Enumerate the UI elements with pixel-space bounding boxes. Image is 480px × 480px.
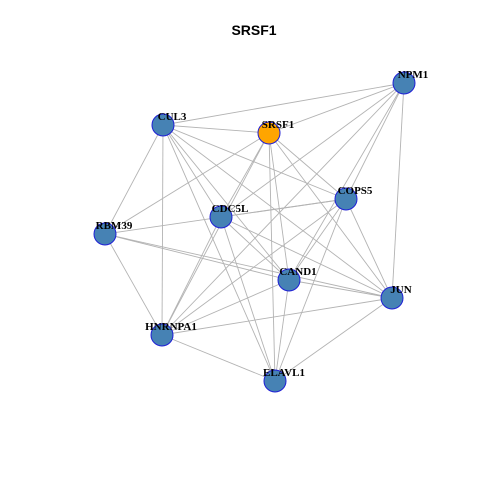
edge-cdc5l-cand1	[220, 216, 290, 281]
edge-npm1-cdc5l	[220, 82, 405, 218]
edge-cand1-elavl1	[274, 279, 290, 382]
node-rbm39[interactable]	[93, 222, 117, 246]
edge-cul3-cops5	[162, 124, 347, 200]
node-cul3[interactable]	[151, 113, 175, 137]
edge-npm1-cand1	[288, 82, 405, 281]
edge-rbm39-jun	[104, 233, 393, 299]
edge-srsf1-rbm39	[104, 132, 270, 235]
node-label-npm1: NPM1	[398, 69, 429, 81]
edge-cul3-elavl1	[162, 124, 276, 382]
node-elavl1[interactable]	[263, 369, 287, 393]
node-label-cul3: CUL3	[158, 111, 187, 123]
edge-rbm39-cand1	[104, 233, 290, 281]
edge-cand1-hnrnpa1	[161, 279, 290, 336]
edge-cul3-cand1	[162, 124, 290, 281]
edge-srsf1-cdc5l	[220, 132, 270, 218]
node-cops5[interactable]	[334, 187, 358, 211]
edge-npm1-cul3	[162, 82, 405, 126]
edge-cdc5l-elavl1	[220, 216, 276, 382]
edge-cul3-rbm39	[104, 124, 164, 235]
edge-jun-elavl1	[274, 297, 393, 382]
diagram-title: SRSF1	[231, 22, 276, 38]
edge-rbm39-hnrnpa1	[104, 233, 163, 336]
node-label-cand1: CAND1	[279, 266, 316, 278]
node-label-jun: JUN	[390, 284, 411, 296]
edge-cul3-jun	[162, 124, 393, 299]
edge-npm1-hnrnpa1	[161, 82, 405, 336]
edge-hnrnpa1-elavl1	[161, 334, 276, 382]
edge-jun-hnrnpa1	[161, 297, 393, 336]
edge-npm1-srsf1	[268, 82, 405, 134]
node-label-cops5: COPS5	[338, 185, 373, 197]
node-hnrnpa1[interactable]	[150, 323, 174, 347]
node-layer	[93, 71, 416, 393]
edge-cul3-hnrnpa1	[161, 124, 164, 336]
edge-cdc5l-hnrnpa1	[161, 216, 222, 336]
edge-cops5-jun	[345, 198, 393, 299]
node-npm1[interactable]	[392, 71, 416, 95]
node-jun[interactable]	[380, 286, 404, 310]
edge-cops5-elavl1	[274, 198, 347, 382]
node-label-srsf1: SRSF1	[262, 119, 294, 131]
edge-srsf1-cand1	[268, 132, 290, 281]
node-label-rbm39: RBM39	[96, 220, 133, 232]
edge-srsf1-cops5	[268, 132, 347, 200]
edge-npm1-jun	[391, 82, 405, 299]
node-srsf1[interactable]	[257, 121, 281, 145]
edge-cul3-cdc5l	[162, 124, 222, 218]
edge-cul3-srsf1	[162, 124, 270, 134]
edge-srsf1-elavl1	[268, 132, 276, 382]
edge-layer	[104, 82, 405, 382]
edge-cand1-jun	[288, 279, 393, 299]
node-label-elavl1: ELAVL1	[263, 367, 305, 379]
edge-cops5-cand1	[288, 198, 347, 281]
node-label-cdc5l: CDC5L	[212, 203, 249, 215]
node-cdc5l[interactable]	[209, 205, 233, 229]
edge-cdc5l-jun	[220, 216, 393, 299]
edge-srsf1-hnrnpa1	[161, 132, 270, 336]
edge-srsf1-jun	[268, 132, 393, 299]
edge-npm1-cops5	[345, 82, 405, 200]
node-label-hnrnpa1: HNRNPA1	[145, 321, 197, 333]
node-cand1[interactable]	[277, 268, 301, 292]
